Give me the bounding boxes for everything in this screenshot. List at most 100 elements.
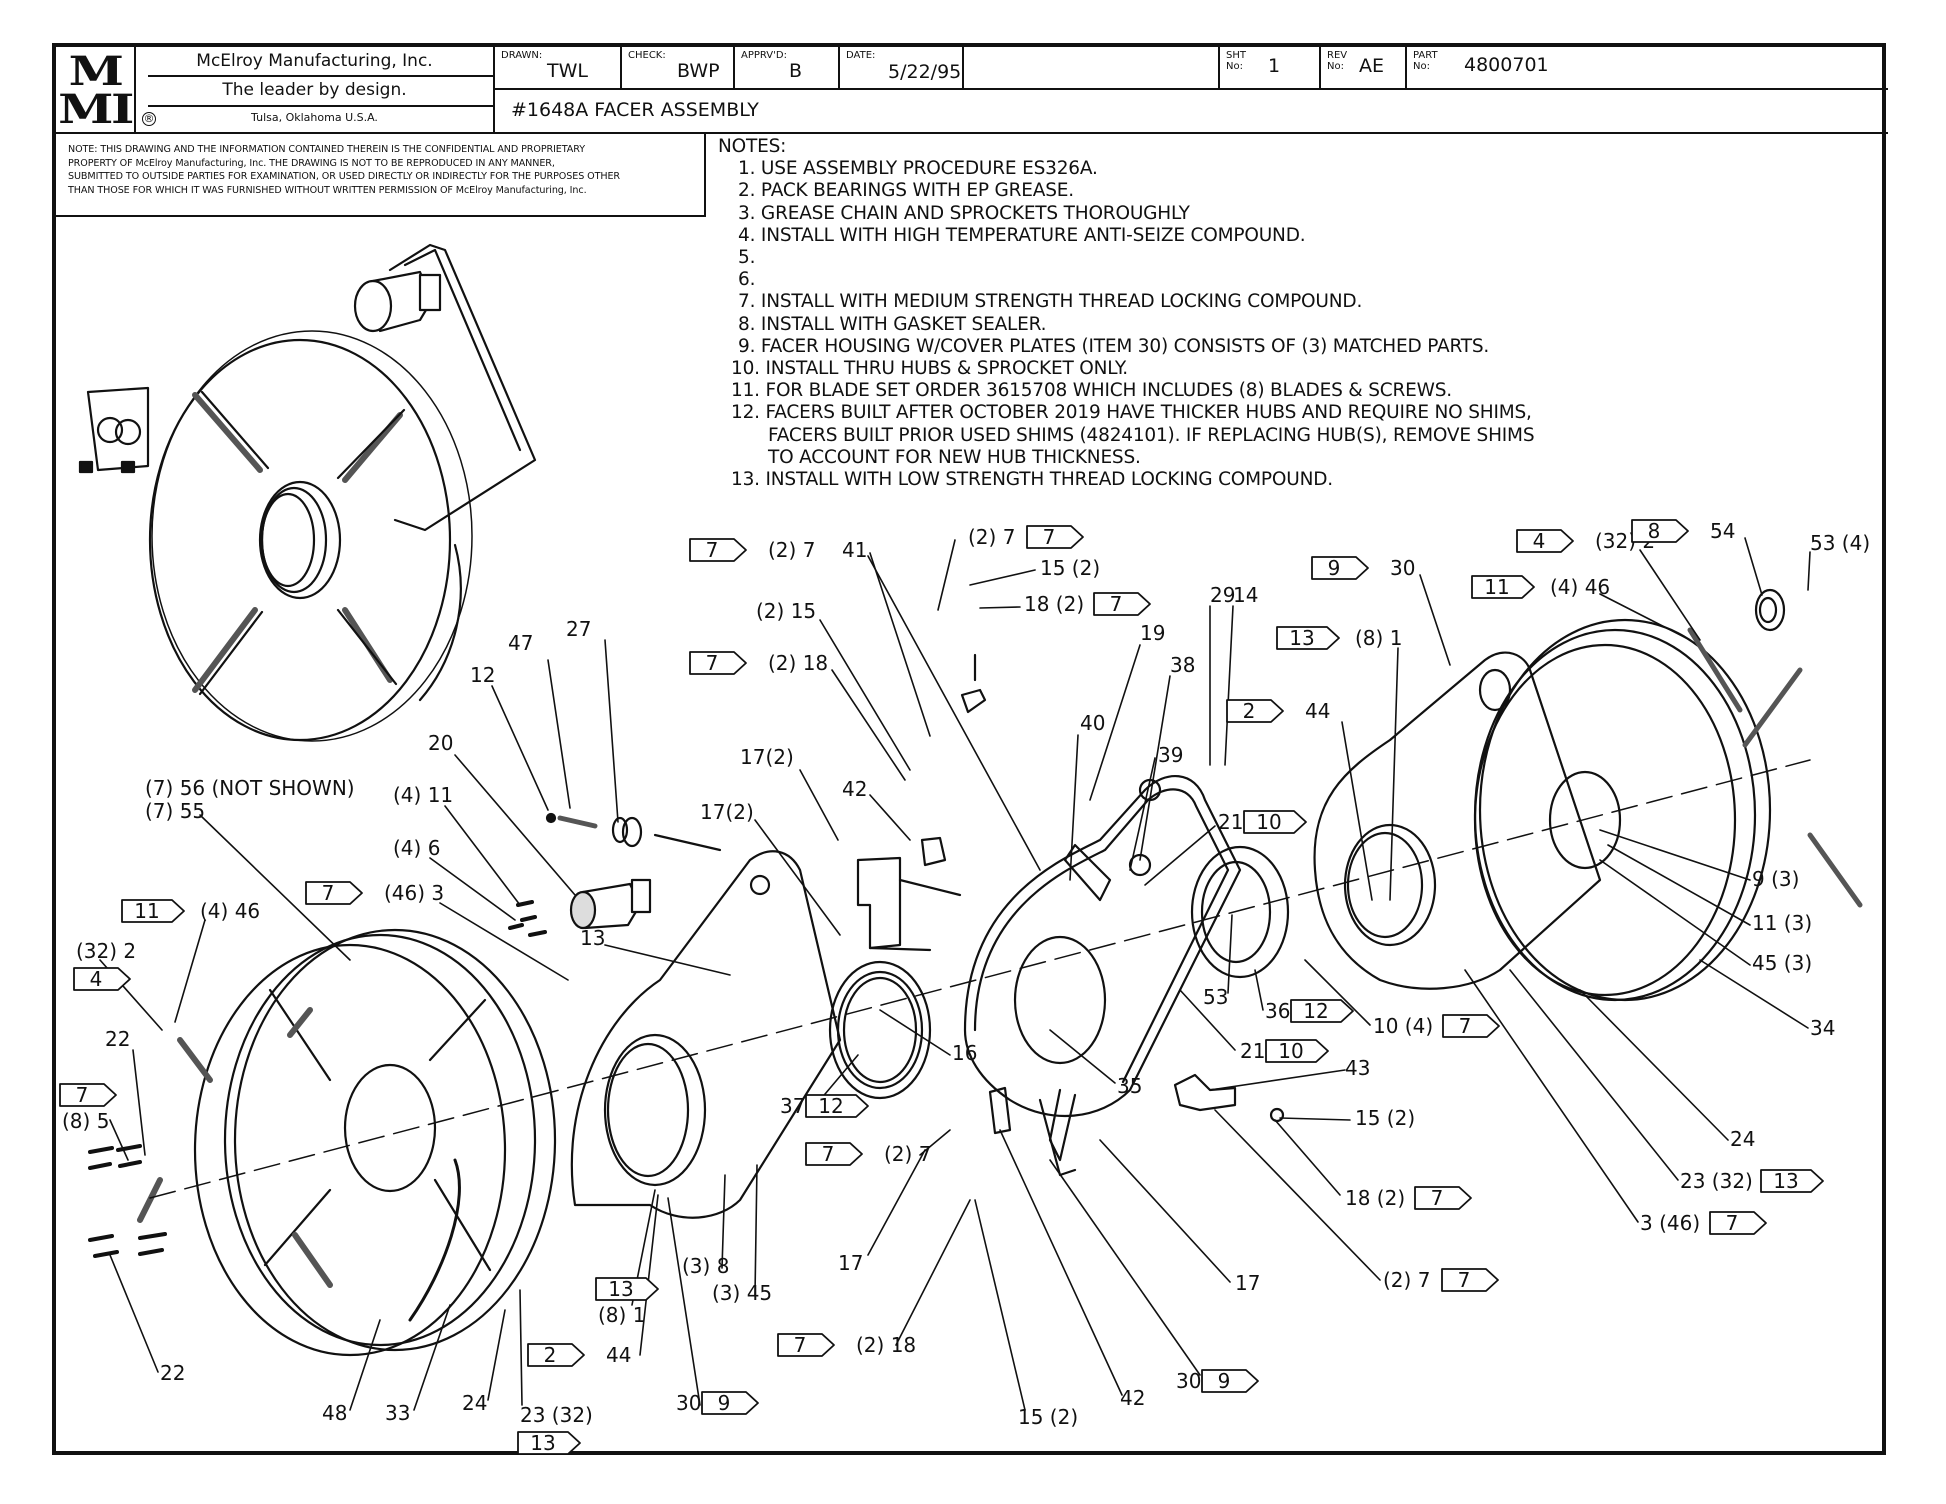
callout: 34 [1810,1016,1835,1040]
leader-line [754,819,841,936]
drawing-title-bar: #1648A FACER ASSEMBLY [493,88,1888,134]
note-flag-number: 7 [1726,1211,1739,1235]
callout-text: 24 [462,1391,487,1415]
callout: 3 (46) 7 [1640,1211,1767,1235]
drawing-border [52,43,1886,1455]
callout: 12 [470,663,495,687]
callout-text: 12 [470,663,495,687]
callout-text: 47 [508,631,533,655]
note-flag-number: 10 [1256,810,1281,834]
callout-text: 23 (32) [520,1403,593,1427]
leader-line [1599,859,1751,966]
note-item: 12. FACERS BUILT AFTER OCTOBER 2019 HAVE… [731,402,1532,424]
note-flag-number: 10 [1278,1039,1303,1063]
note-flag-number: 13 [1289,626,1314,650]
leader-line [895,1199,971,1346]
callout: 45 (3) [1752,951,1812,975]
leader-line [413,1304,451,1411]
note-flag-number: 12 [818,1094,843,1118]
callout-text: 19 [1140,621,1165,645]
callout-text: 16 [952,1041,977,1065]
note-flag-number: 7 [322,881,335,905]
callout: 53 (4) [1810,531,1870,555]
callout: 23 (32)13 [1680,1169,1824,1193]
company-block: McElroy Manufacturing, Inc. The leader b… [136,47,494,132]
idler-sprocket-hub [828,960,932,1100]
callout-text: 29 [1210,583,1235,607]
callout-text: 41 [842,538,867,562]
callout-text: 42 [1120,1386,1145,1410]
leader-line [519,1289,523,1406]
callout: 7(46) 3 [305,881,444,905]
confidentiality-note: NOTE: THIS DRAWING AND THE INFORMATION C… [56,134,706,217]
callout-text: 27 [566,617,591,641]
callout-text: (2) 7 [884,1142,931,1166]
leader-line [1209,1069,1346,1091]
assembled-side-bracket [78,386,150,474]
callout-text: 15 (2) [1040,556,1100,580]
callout-text: (8) 1 [598,1303,645,1327]
rev-label-line2: No: [1327,61,1344,72]
callout: 39 [1158,743,1183,767]
note-flag-number: 9 [718,1391,731,1415]
leader-line [831,669,906,781]
note-flag: 7 [1414,1186,1472,1210]
leader-line [454,754,576,896]
blank-field [964,47,1220,88]
callout: 18 (2) 7 [1345,1186,1472,1210]
left-facer-housing-plate [570,850,842,1219]
callout: 20 [428,731,453,755]
callout: (3) 8 [682,1254,729,1278]
leader-line [1049,1029,1116,1084]
lower-bracket [988,1086,1077,1177]
callout-text: 53 [1203,985,1228,1009]
confidentiality-line: THAN THOSE FOR WHICH IT WAS FURNISHED WI… [68,184,587,196]
leader-line [754,1164,758,1296]
note-flag: 12 [1290,999,1354,1023]
note-flag-number: 7 [706,538,719,562]
note-flag: 7 [777,1333,835,1357]
callout-text: 33 [385,1401,410,1425]
note-flag: 4 [1516,529,1574,553]
assembled-facer-view [78,243,537,742]
leader-line [969,569,1036,586]
leader-line [799,769,839,841]
note-flag: 2 [1226,699,1284,723]
leader-line [1214,1109,1381,1281]
note-flag: 13 [595,1277,659,1301]
note-flag-number: 13 [1773,1169,1798,1193]
callout: 47 [508,631,533,655]
leader-line [444,805,521,906]
callout-text: 18 (2) [1345,1186,1405,1210]
callout: 16 [952,1041,977,1065]
callout: 35 [1117,1074,1142,1098]
leader-line [667,1197,701,1406]
leader-line [721,1174,726,1269]
logo-letters-top: M [68,48,124,95]
bearing-cap [1754,588,1786,632]
callout: 19 [1140,621,1165,645]
note-flag-number: 8 [1648,519,1661,543]
note-flag-number: 9 [1328,556,1341,580]
right-facer-housing [1313,651,1602,990]
note-item-continuation: FACERS BUILT PRIOR USED SHIMS (4824101).… [768,424,1535,446]
note-item: 8. INSTALL WITH GASKET SEALER. [738,313,1047,335]
callout-text: 3 (46) [1640,1211,1700,1235]
leader-line [819,619,911,771]
callout: 15 (2) [1040,556,1100,580]
company-slogan: The leader by design. [222,80,407,100]
leader-line [1699,959,1809,1029]
leader-line [1599,593,1691,641]
callout: 24 [462,1391,487,1415]
leader-line [1069,734,1079,881]
leader-line [974,1199,1026,1411]
note-flag: 7 [689,538,747,562]
callout-text: (32) 2 [76,939,136,963]
note-flag: 13 [1760,1169,1824,1193]
assembled-drive-housing [388,243,537,532]
callout: 17 [1235,1271,1260,1295]
callout-text: 17(2) [740,745,794,769]
leader-line [1144,825,1216,886]
callout-text: 9 (3) [1752,867,1799,891]
